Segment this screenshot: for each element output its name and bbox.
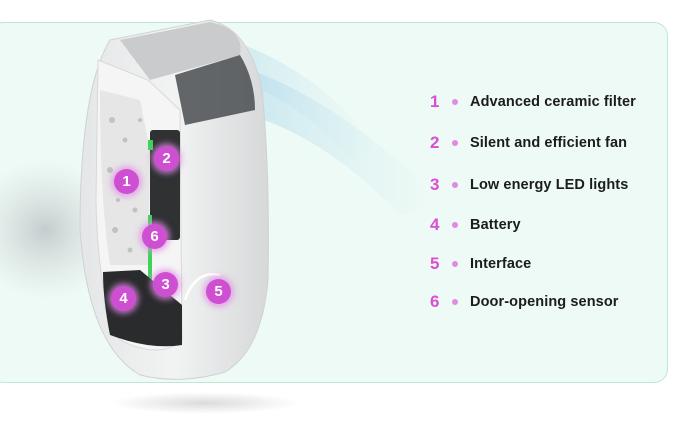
legend-label: Silent and efficient fan — [470, 135, 628, 151]
bullet-icon — [452, 299, 458, 305]
legend-item: 5 Interface — [430, 254, 531, 274]
bullet-icon — [452, 222, 458, 228]
legend-label: Low energy LED lights — [470, 177, 629, 193]
legend-label: Advanced ceramic filter — [470, 94, 636, 110]
marker-3[interactable]: 3 — [153, 272, 178, 297]
led-strip — [148, 215, 152, 295]
bullet-icon — [452, 140, 458, 146]
marker-4[interactable]: 4 — [111, 286, 136, 311]
marker-6[interactable]: 6 — [142, 224, 167, 249]
device-shadow — [110, 392, 300, 414]
legend-number: 2 — [430, 133, 440, 152]
bullet-icon — [452, 261, 458, 267]
legend-number: 1 — [430, 92, 440, 111]
legend-item: 6 Door-opening sensor — [430, 292, 619, 312]
marker-5[interactable]: 5 — [206, 279, 231, 304]
marker-1[interactable]: 1 — [114, 169, 139, 194]
legend-item: 1 Advanced ceramic filter — [430, 92, 636, 112]
legend-number: 5 — [430, 254, 440, 273]
legend-label: Door-opening sensor — [470, 294, 619, 310]
legend-item: 2 Silent and efficient fan — [430, 133, 627, 153]
legend-number: 3 — [430, 175, 440, 194]
legend-item: 4 Battery — [430, 215, 521, 235]
legend-label: Battery — [470, 217, 521, 233]
legend-number: 6 — [430, 292, 440, 311]
bullet-icon — [452, 99, 458, 105]
bullet-icon — [452, 182, 458, 188]
marker-2[interactable]: 2 — [154, 146, 179, 171]
legend-item: 3 Low energy LED lights — [430, 175, 628, 195]
interface-cable — [183, 273, 221, 301]
legend-label: Interface — [470, 256, 532, 272]
legend-number: 4 — [430, 215, 440, 234]
